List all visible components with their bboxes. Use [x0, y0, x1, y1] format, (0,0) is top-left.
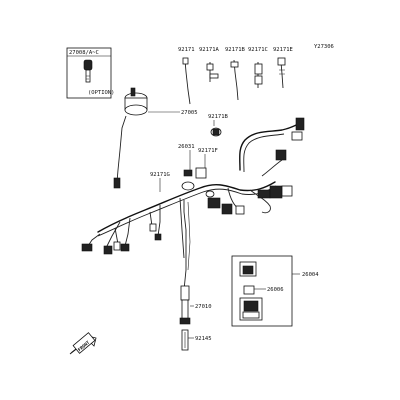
band-1-label: 92171 [178, 47, 195, 53]
main-harness-label: 26031 [178, 144, 195, 150]
key-set-frame [66, 47, 112, 99]
ignition-switch: 27005 [113, 87, 198, 189]
key-set-group: 27008/A~C (OPTION) [66, 47, 115, 99]
harness-connectors [81, 117, 305, 255]
clamp-band-5 [277, 57, 286, 89]
band-8-label: 92171G [150, 172, 170, 178]
ref-code: Y27306 [314, 44, 334, 50]
clamp-band-4 [254, 62, 263, 88]
relay-group: 26004 26006 [231, 255, 319, 327]
band-3-label: 92171B [225, 47, 246, 53]
band-4-label: 92171C [248, 47, 268, 53]
brake-switch-label: 27010 [195, 304, 212, 310]
option-label: (OPTION) [88, 90, 115, 96]
band-6-label: 92171B [208, 114, 229, 120]
clamp-band-3 [230, 59, 239, 101]
clamp-band-6 [210, 127, 222, 137]
band-2-label: 92171A [199, 47, 220, 53]
band-5-label: 92171E [273, 47, 293, 53]
clamp-bands-row: 92171 92171A 92171B 92171C 92171E [178, 47, 293, 105]
main-harness [87, 121, 303, 259]
relay-frame [231, 255, 293, 327]
relay-label: 26004 [302, 272, 319, 278]
ignition-switch-label: 27005 [181, 110, 198, 116]
front-marker: FRONT [69, 332, 97, 355]
key-set-label: 27008/A~C [69, 50, 99, 56]
clamp-band-2 [206, 62, 219, 82]
brake-switch: 27010 [179, 200, 212, 325]
relay-fuse-label: 26006 [267, 287, 284, 293]
ignition-connector [113, 177, 121, 189]
cable-part: 92145 [181, 329, 212, 351]
clamp-band-1 [182, 57, 191, 105]
cable-label: 92145 [195, 336, 212, 342]
band-7-label: 92171F [198, 148, 218, 154]
key-icon [83, 59, 93, 83]
